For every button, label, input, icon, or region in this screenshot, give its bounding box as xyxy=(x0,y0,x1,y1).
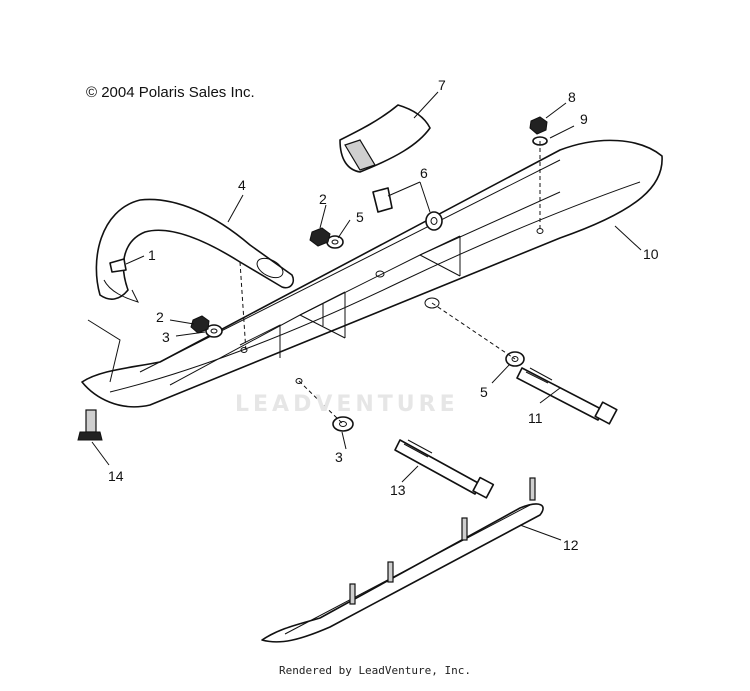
nut-2-upper xyxy=(309,227,331,247)
ski-body xyxy=(81,139,663,408)
copyright-notice: © 2004 Polaris Sales Inc. xyxy=(86,84,255,101)
nut-8 xyxy=(529,116,548,135)
callout-numbers: 1 2 2 3 3 4 5 5 6 7 8 9 10 11 12 13 14 xyxy=(108,77,659,553)
clip-1 xyxy=(109,258,127,273)
wear-bar xyxy=(261,477,544,643)
render-credit: Rendered by LeadVenture, Inc. xyxy=(278,664,472,677)
callout-9: 9 xyxy=(580,111,588,127)
bolt-11 xyxy=(516,367,618,425)
washer-3-lower xyxy=(332,416,354,432)
callout-5-lower: 5 xyxy=(480,384,488,400)
bolt-14 xyxy=(77,409,103,441)
bushing-6 xyxy=(372,187,443,231)
washer-3-upper xyxy=(205,324,223,338)
callout-13: 13 xyxy=(390,482,406,498)
callout-12: 12 xyxy=(563,537,579,553)
callout-4: 4 xyxy=(238,177,246,193)
callout-5-upper: 5 xyxy=(356,209,364,225)
callout-10: 10 xyxy=(643,246,659,262)
nut-2-left xyxy=(190,315,210,334)
bolt-13 xyxy=(394,439,495,499)
callout-8: 8 xyxy=(568,89,576,105)
callout-3-upper: 3 xyxy=(162,329,170,345)
bumper-block xyxy=(339,104,431,173)
callout-2-upper: 2 xyxy=(319,191,327,207)
callout-14: 14 xyxy=(108,468,124,484)
callout-3-lower: 3 xyxy=(335,449,343,465)
watermark: LEADVENTURE xyxy=(235,392,459,417)
callout-1: 1 xyxy=(148,247,156,263)
ski-loop-handle xyxy=(95,198,295,303)
callout-11: 11 xyxy=(528,410,543,426)
callout-2-left: 2 xyxy=(156,309,164,325)
leader-lines xyxy=(87,91,642,541)
callout-7: 7 xyxy=(438,77,446,93)
callout-6: 6 xyxy=(420,165,428,181)
